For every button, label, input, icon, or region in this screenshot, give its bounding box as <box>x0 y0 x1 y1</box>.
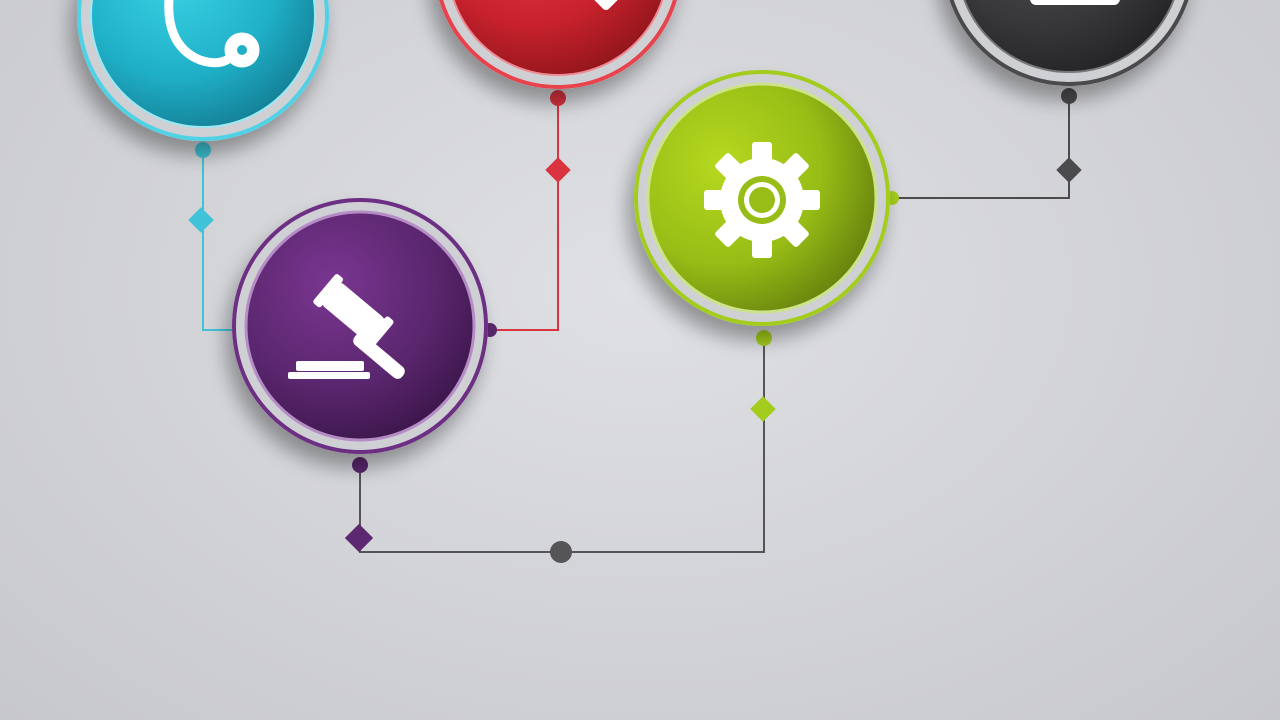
connector-diamond <box>188 207 214 233</box>
connector-diamond <box>545 157 571 183</box>
connector-dot <box>352 457 368 473</box>
node-law[interactable] <box>232 198 488 454</box>
connector-law-to-engineering <box>344 330 776 563</box>
node-business[interactable] <box>943 0 1195 86</box>
connector-business-to-engineering <box>885 88 1082 205</box>
stethoscope-icon <box>164 0 260 68</box>
connector-diamond <box>1056 157 1082 183</box>
node-medical[interactable] <box>77 0 329 141</box>
connector-dot <box>756 330 772 346</box>
node-engineering[interactable] <box>634 70 890 326</box>
node-health[interactable] <box>434 0 682 89</box>
heartbeat-icon <box>594 0 618 10</box>
briefcase-icon <box>1030 0 1120 5</box>
connector-dot <box>550 541 572 563</box>
connector-dot <box>550 90 566 106</box>
connector-diamond <box>344 523 374 553</box>
connector-health-to-law <box>483 90 571 337</box>
connector-dot <box>1061 88 1077 104</box>
connector-dot <box>195 142 211 158</box>
connector-diamond <box>750 396 776 422</box>
gavel-icon <box>288 274 405 379</box>
gear-icon <box>704 142 820 258</box>
connector-medical-to-law <box>188 142 238 331</box>
